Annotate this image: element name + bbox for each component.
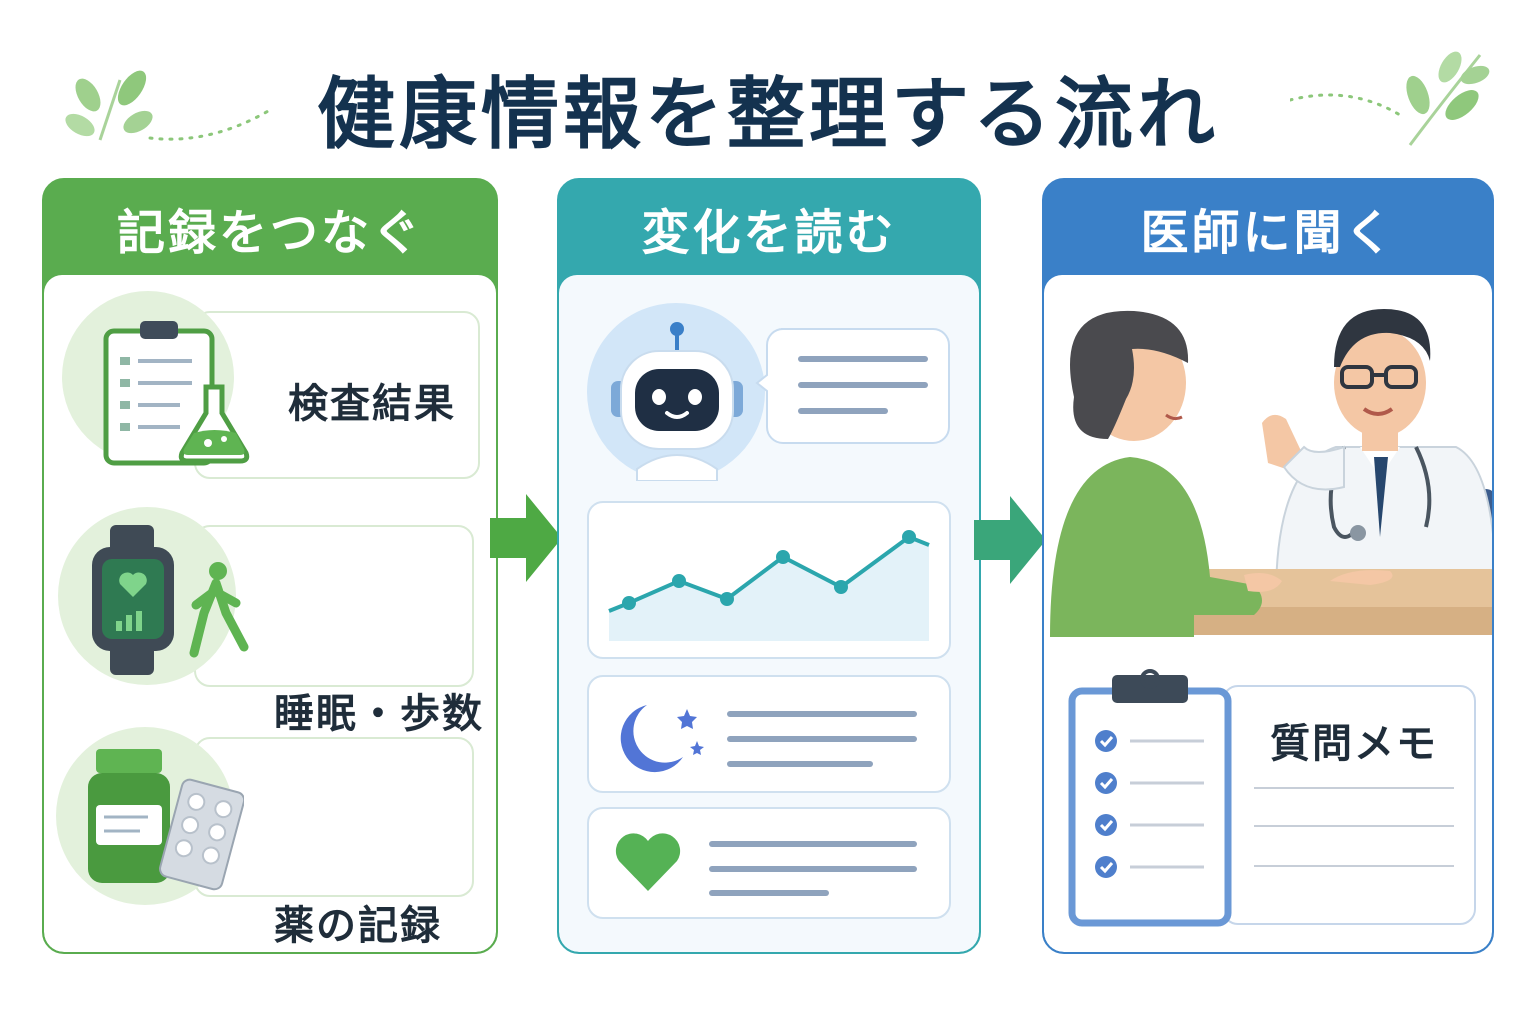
step-ask-doctor-header: 医師に聞く	[1140, 204, 1396, 261]
step-analyze-header: 変化を読む	[641, 204, 897, 261]
step-ask-doctor-body: 質問メモ	[1044, 275, 1492, 952]
card-question-memo	[1222, 685, 1476, 925]
robot-assistant-icon	[611, 322, 743, 481]
step-record-header: 記録をつなぐ	[116, 204, 423, 261]
leaf-left-icon	[65, 70, 272, 141]
label-medicine: 薬の記録	[274, 903, 442, 949]
arrow-right-icon	[974, 496, 1046, 584]
sleep-info-line	[727, 711, 917, 717]
step-ask-doctor: 医師に聞く	[1042, 178, 1494, 954]
memo-line	[1254, 865, 1454, 867]
sleep-info-line	[727, 761, 873, 767]
clipboard-flask-icon	[103, 321, 250, 466]
step-record: 記録をつなぐ 検査結果 睡眠・歩数	[42, 178, 498, 954]
checklist-clipboard-icon	[1068, 669, 1232, 927]
trend-line-chart-icon	[608, 530, 930, 641]
heart-info-line	[709, 890, 829, 896]
sleep-info-line	[727, 736, 917, 742]
card-sleep-info	[587, 675, 951, 793]
label-test-results: 検査結果	[288, 381, 456, 427]
card-sleep-steps	[194, 525, 474, 687]
step-record-body: 検査結果 睡眠・歩数	[44, 275, 496, 952]
memo-line	[1254, 787, 1454, 789]
step-analyze: 変化を読む	[557, 178, 981, 954]
page-title: 健康情報を整理する流れ	[316, 70, 1219, 160]
doctor-consultation-illustration	[1044, 297, 1492, 647]
arrow-right-icon	[490, 494, 562, 582]
memo-line	[1254, 825, 1454, 827]
heart-icon	[615, 833, 681, 891]
heart-info-line	[709, 841, 917, 847]
smartwatch-walking-icon	[92, 525, 249, 675]
medicine-bottle-pills-icon	[88, 749, 244, 891]
step-analyze-body	[559, 275, 979, 952]
label-question-memo: 質問メモ	[1270, 721, 1438, 767]
speech-bubble-icon	[755, 328, 950, 444]
moon-stars-icon	[620, 705, 704, 773]
heart-info-line	[709, 866, 917, 872]
label-sleep-steps: 睡眠・歩数	[274, 691, 484, 737]
leaf-right-icon	[1290, 51, 1490, 146]
